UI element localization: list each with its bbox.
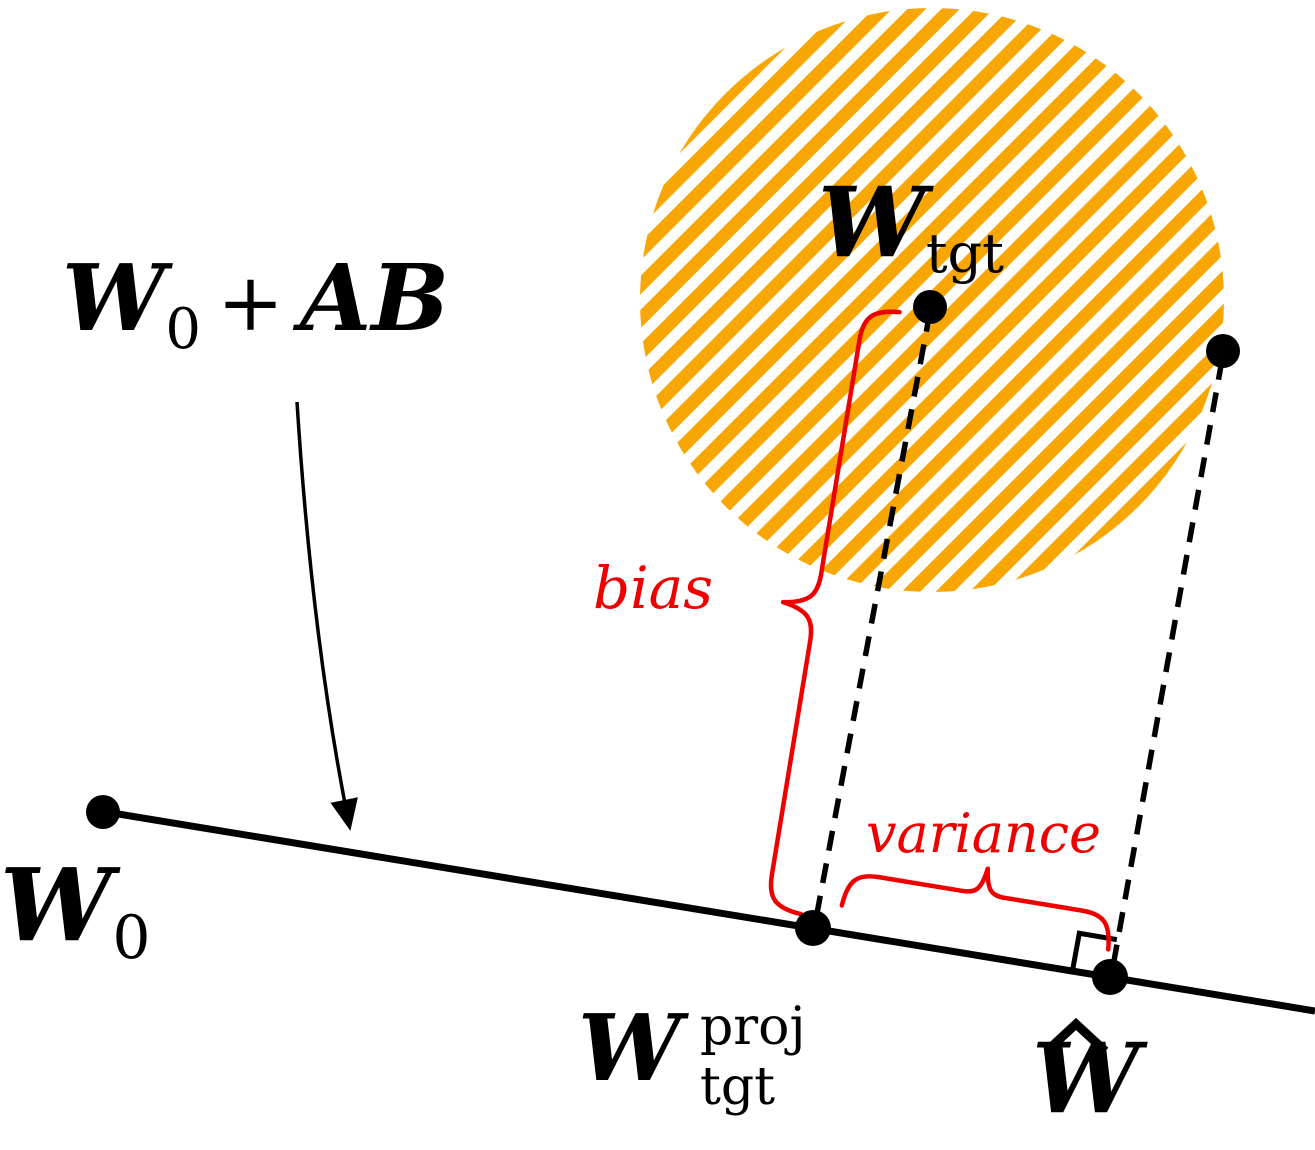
bias-brace bbox=[768, 309, 902, 917]
w0-label-w: W bbox=[0, 846, 121, 964]
subspace-label-plus: + bbox=[217, 256, 284, 349]
subspace-label: W0+AB bbox=[62, 244, 449, 362]
projection-dashed-line-tgt bbox=[812, 311, 933, 925]
point-w-hat bbox=[1092, 959, 1128, 995]
variance-brace bbox=[839, 866, 1111, 952]
right-angle-marker bbox=[1070, 930, 1118, 972]
w0-label: W0 bbox=[0, 846, 151, 973]
subspace-label-ab: AB bbox=[292, 244, 449, 352]
point-w-proj bbox=[795, 910, 831, 946]
point-w-tgt bbox=[913, 290, 947, 324]
w-proj-label-sup: proj bbox=[700, 997, 806, 1057]
hat-accent bbox=[1043, 1017, 1109, 1055]
variance-label: variance bbox=[866, 802, 1101, 865]
subspace-label-sub: 0 bbox=[165, 297, 201, 362]
bias-label: bias bbox=[593, 554, 713, 622]
point-w0 bbox=[86, 795, 120, 829]
annotation-arrow bbox=[295, 401, 358, 831]
w-tgt-label-w: W bbox=[818, 166, 934, 279]
projection-dashed-line-sample bbox=[1109, 359, 1225, 973]
w-proj-label-sub: tgt bbox=[700, 1057, 775, 1117]
w-tgt-label-sub: tgt bbox=[926, 222, 1004, 285]
subspace-label-w: W bbox=[62, 244, 173, 352]
subspace-line bbox=[99, 807, 1315, 1015]
w-tgt-label: Wtgt bbox=[818, 166, 1004, 285]
point-sample bbox=[1206, 334, 1240, 368]
w-proj-label-base: W bbox=[578, 994, 689, 1102]
w0-label-sub: 0 bbox=[112, 903, 150, 973]
